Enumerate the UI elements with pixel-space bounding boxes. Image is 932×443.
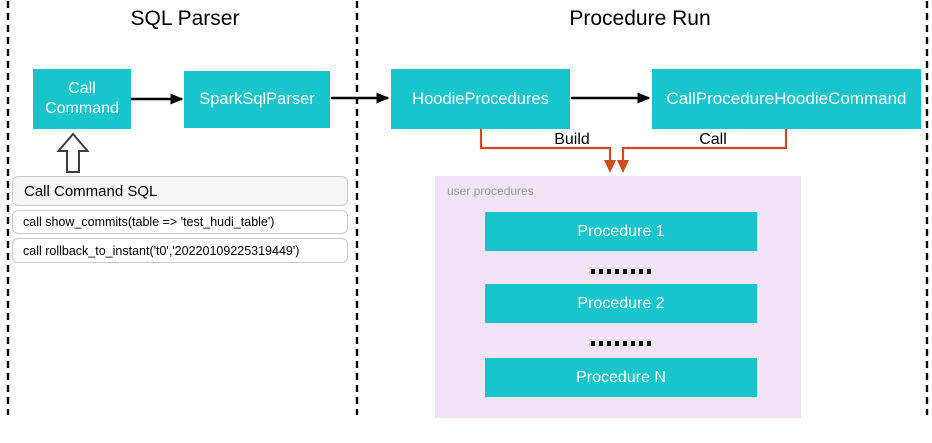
sql-parser-section-title: SQL Parser	[130, 7, 240, 30]
user-procedures-label: user procedures	[447, 184, 534, 198]
ellipsis-dots-2	[485, 340, 757, 346]
user-procedures-container: user procedures Procedure 1 Procedure 2 …	[435, 176, 801, 418]
call-procedure-hoodie-command-node: CallProcedureHoodieCommand	[652, 69, 921, 129]
procedure-run-section-title: Procedure Run	[569, 7, 711, 30]
hoodie-procedures-node: HoodieProcedures	[391, 69, 570, 129]
sql-to-callcommand-up-arrow-icon	[56, 132, 90, 173]
sql-table-header: Call Command SQL	[12, 176, 348, 206]
ellipsis-dots-1	[485, 268, 757, 274]
call-connector-line	[621, 129, 788, 162]
procedure-1-node: Procedure 1	[485, 212, 757, 251]
call-command-node: Call Command	[33, 69, 131, 129]
build-connector-line	[479, 129, 612, 162]
procedure-2-node: Procedure 2	[485, 284, 757, 323]
sql-table-row-show-commits: call show_commits(table => 'test_hudi_ta…	[12, 210, 348, 234]
call-arrowhead-icon	[617, 160, 629, 173]
sql-table-row-rollback: call rollback_to_instant('t0','202201092…	[12, 238, 348, 263]
build-arrowhead-icon	[604, 160, 616, 173]
build-edge-label: Build	[554, 131, 590, 148]
spark-sql-parser-node: SparkSqlParser	[184, 71, 330, 128]
procedure-n-node: Procedure N	[485, 358, 757, 397]
call-edge-label: Call	[699, 131, 727, 148]
